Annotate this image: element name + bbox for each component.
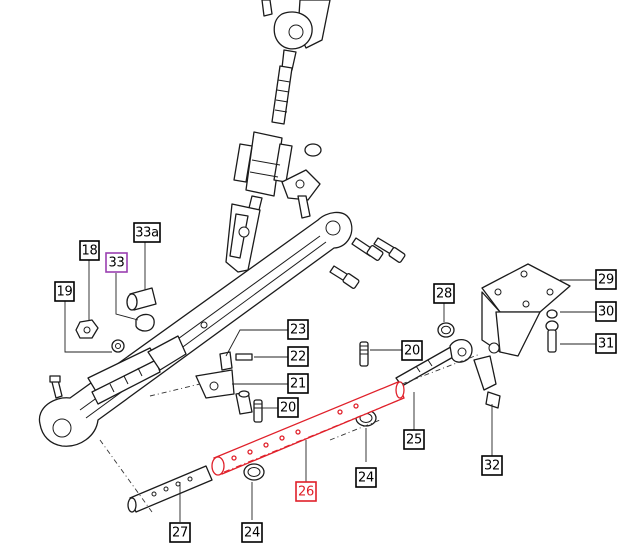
callout-33a: 33a — [133, 222, 161, 243]
lower-link-arm — [38, 211, 353, 447]
callout-24-lower: 24 — [241, 522, 263, 543]
pin-20-lower — [253, 399, 263, 423]
small-hardware-left — [49, 287, 157, 399]
bolts-30-31 — [545, 309, 559, 353]
callout-27-text: 27 — [172, 526, 188, 541]
callout-32: 32 — [481, 455, 503, 476]
bracket-29 — [473, 263, 571, 409]
top-link-assembly — [225, 0, 331, 273]
callout-20-upper: 20 — [401, 340, 423, 361]
callout-25: 25 — [403, 429, 425, 450]
callout-30-text: 30 — [598, 305, 614, 320]
callout-33a-text: 33a — [135, 226, 159, 241]
tube-26-highlighted — [211, 381, 405, 476]
callout-21-text: 21 — [290, 377, 306, 392]
callout-27: 27 — [169, 522, 191, 543]
callout-20-upper-text: 20 — [404, 344, 420, 359]
callout-30: 30 — [595, 301, 617, 322]
callout-18: 18 — [79, 240, 100, 261]
callout-22: 22 — [287, 346, 309, 367]
callout-32-text: 32 — [484, 459, 500, 474]
callout-19: 19 — [54, 281, 75, 302]
callout-33: 33 — [105, 252, 128, 273]
callout-25-text: 25 — [406, 433, 422, 448]
callout-26-text: 26 — [298, 485, 314, 500]
callout-29-text: 29 — [598, 273, 614, 288]
callout-20-lower-text: 20 — [280, 401, 296, 416]
callout-31-text: 31 — [598, 337, 614, 352]
callout-24-upper: 24 — [355, 467, 377, 488]
callout-29: 29 — [595, 269, 617, 290]
inner-tube-27 — [127, 465, 213, 513]
callout-28: 28 — [433, 283, 455, 304]
callout-26: 26 — [295, 481, 317, 502]
ring-28 — [437, 322, 455, 338]
callout-31: 31 — [595, 333, 617, 354]
callout-24-upper-text: 24 — [358, 471, 374, 486]
rod-25 — [395, 339, 473, 387]
callout-23: 23 — [287, 319, 309, 340]
callout-24-lower-text: 24 — [244, 526, 260, 541]
callout-19-text: 19 — [57, 285, 73, 300]
clevis-block — [149, 351, 253, 415]
callout-20-lower: 20 — [277, 397, 299, 418]
callout-21: 21 — [287, 373, 309, 394]
callout-22-text: 22 — [290, 350, 306, 365]
callout-18-text: 18 — [82, 244, 98, 259]
callout-33-text: 33 — [109, 256, 125, 271]
callout-23-text: 23 — [290, 323, 306, 338]
bolts-set — [329, 237, 406, 289]
leader-lines — [64, 242, 596, 522]
callout-28-text: 28 — [436, 287, 452, 302]
pin-20-upper — [359, 341, 369, 367]
